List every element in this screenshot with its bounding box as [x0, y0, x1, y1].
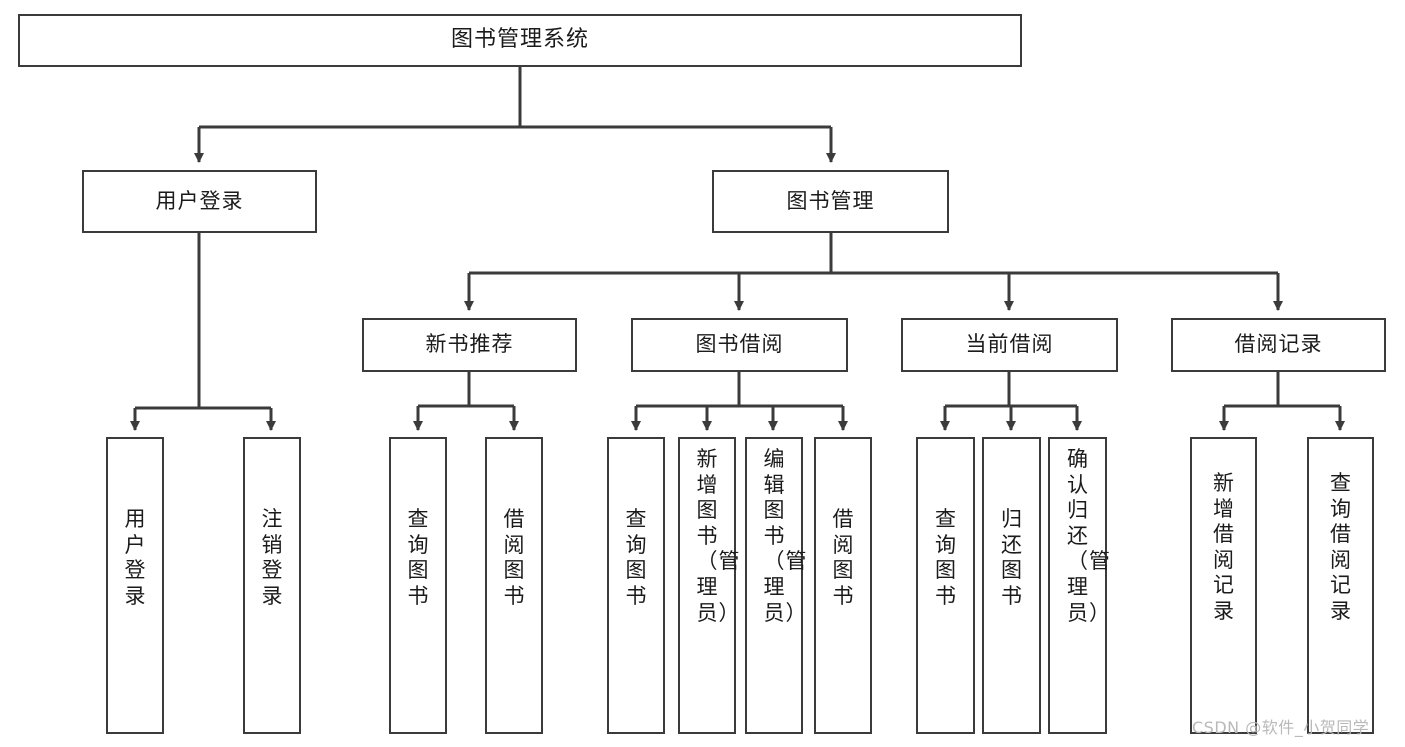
node-user-login-label: 用户登录 [155, 188, 244, 213]
node-new-book-rec[interactable]: 新书推荐 [362, 318, 577, 372]
node-book-borrow-label: 图书借阅 [695, 332, 784, 357]
node-leaf-query-book-3-label: 查询图书 [935, 507, 957, 608]
node-leaf-add-record[interactable]: 新增借阅记录 [1190, 437, 1257, 734]
node-current-borrow-label: 当前借阅 [965, 332, 1054, 357]
node-user-login[interactable]: 用户登录 [82, 170, 317, 233]
node-root[interactable]: 图书管理系统 [18, 14, 1022, 67]
node-leaf-return-book[interactable]: 归还图书 [982, 437, 1041, 734]
node-new-book-rec-label: 新书推荐 [425, 332, 514, 357]
node-leaf-add-record-label: 新增借阅记录 [1213, 471, 1235, 624]
node-current-borrow[interactable]: 当前借阅 [901, 318, 1118, 372]
node-leaf-borrow-book-1-label: 借阅图书 [503, 507, 526, 608]
node-leaf-return-book-label: 归还图书 [1001, 507, 1023, 608]
node-leaf-confirm-return-label: 确认归还（管理员） [1067, 447, 1111, 625]
node-leaf-borrow-book-1[interactable]: 借阅图书 [485, 437, 543, 734]
node-borrow-record-label: 借阅记录 [1234, 332, 1323, 357]
node-root-label: 图书管理系统 [450, 27, 589, 53]
node-leaf-query-book-3[interactable]: 查询图书 [916, 437, 975, 734]
node-book-borrow[interactable]: 图书借阅 [631, 318, 848, 372]
node-leaf-logout[interactable]: 注销登录 [243, 437, 301, 734]
node-borrow-record[interactable]: 借阅记录 [1171, 318, 1386, 372]
node-leaf-confirm-return[interactable]: 确认归还（管理员） [1048, 437, 1111, 734]
node-leaf-query-book-2-label: 查询图书 [625, 507, 648, 608]
node-leaf-edit-book-label: 编辑图书（管理员） [763, 447, 808, 625]
node-leaf-query-record[interactable]: 查询借阅记录 [1307, 437, 1374, 734]
node-leaf-user-login[interactable]: 用户登录 [106, 437, 164, 734]
node-leaf-query-book-2[interactable]: 查询图书 [607, 437, 665, 734]
node-leaf-add-book-label: 新增图书（管理员） [696, 447, 741, 625]
node-leaf-borrow-book-2[interactable]: 借阅图书 [814, 437, 872, 734]
node-leaf-query-book-1[interactable]: 查询图书 [389, 437, 447, 734]
node-book-manage[interactable]: 图书管理 [712, 170, 949, 233]
node-leaf-query-record-label: 查询借阅记录 [1330, 471, 1352, 624]
csdn-watermark: CSDN @软件_小贺同学 [1192, 718, 1370, 737]
node-leaf-query-book-1-label: 查询图书 [407, 507, 430, 608]
node-leaf-add-book[interactable]: 新增图书（管理员） [678, 437, 741, 734]
node-leaf-user-login-label: 用户登录 [124, 507, 147, 608]
node-book-manage-label: 图书管理 [786, 188, 875, 213]
node-leaf-logout-label: 注销登录 [261, 507, 284, 608]
node-leaf-edit-book[interactable]: 编辑图书（管理员） [745, 437, 808, 734]
node-leaf-borrow-book-2-label: 借阅图书 [832, 507, 855, 608]
